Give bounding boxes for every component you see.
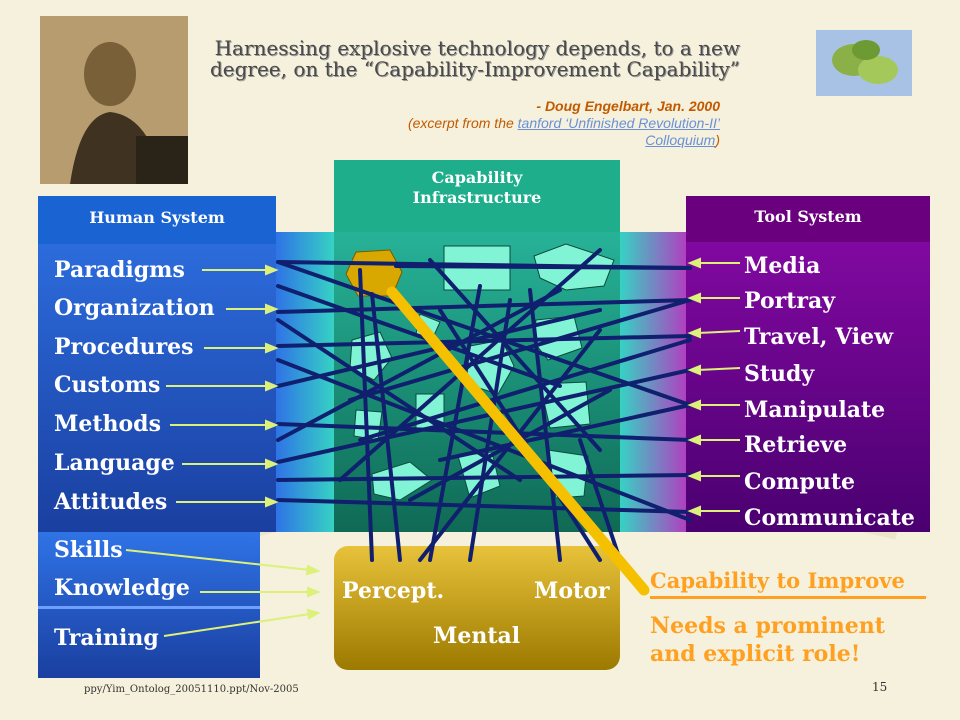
tool-system-title: Tool System — [686, 196, 930, 242]
engelbart-photo — [40, 16, 188, 184]
colloquium-link[interactable]: tanford ‘Unfinished Revolution-II’ — [517, 115, 720, 131]
human-item-knowledge: Knowledge — [54, 575, 190, 601]
tool-item-retrieve: Retrieve — [744, 432, 848, 458]
left-connector-wedge — [276, 232, 334, 532]
quote-author: - Doug Engelbart, Jan. 2000 — [536, 98, 720, 114]
quote-line-1: Harnessing explosive technology depends,… — [214, 36, 740, 60]
leaf-photo — [816, 30, 912, 96]
tool-item-compute: Compute — [744, 469, 855, 495]
page-number: 15 — [872, 680, 888, 694]
mental-label: Mental — [433, 623, 521, 649]
human-capabilities-box — [334, 546, 620, 670]
tool-item-portray: Portray — [744, 288, 836, 314]
skills-divider — [38, 606, 260, 609]
human-item-organization: Organization — [54, 295, 215, 321]
quote-source: (excerpt from the tanford ‘Unfinished Re… — [407, 115, 720, 148]
needs-role-text: Needs a prominent and explicit role! — [650, 613, 885, 667]
human-item-language: Language — [54, 450, 175, 476]
engelbart-quote: Harnessing explosive technology depends,… — [200, 38, 740, 80]
right-connector-wedge — [620, 232, 686, 532]
capability-to-improve-label: Capability to Improve — [650, 568, 905, 593]
quote-line-2: degree, on the “Capability-Improvement C… — [209, 57, 740, 81]
human-item-attitudes: Attitudes — [54, 489, 168, 515]
human-item-customs: Customs — [54, 372, 161, 398]
human-item-methods: Methods — [54, 411, 161, 437]
footer-filename: ppy/Yim_Ontolog_20051110.ppt/Nov-2005 — [84, 684, 299, 695]
tool-item-manipulate: Manipulate — [744, 397, 886, 423]
tool-item-media: Media — [744, 253, 821, 279]
human-item-training: Training — [54, 625, 159, 651]
human-item-skills: Skills — [54, 537, 123, 563]
human-item-paradigms: Paradigms — [54, 257, 185, 283]
tool-item-travel-view: Travel, View — [744, 324, 894, 350]
percept-label: Percept. — [342, 578, 445, 604]
human-system-panel — [38, 196, 276, 532]
human-item-procedures: Procedures — [54, 334, 194, 360]
tool-item-communicate: Communicate — [744, 505, 915, 531]
tool-item-study: Study — [744, 361, 815, 387]
human-system-title: Human System — [38, 196, 276, 244]
motor-label: Motor — [534, 578, 610, 604]
capability-underline — [650, 596, 926, 599]
colloquium-link-2[interactable]: Colloquium — [645, 132, 716, 148]
quote-attribution: - Doug Engelbart, Jan. 2000 (excerpt fro… — [300, 98, 720, 149]
capability-infrastructure-title: Capability Infrastructure — [334, 160, 620, 232]
